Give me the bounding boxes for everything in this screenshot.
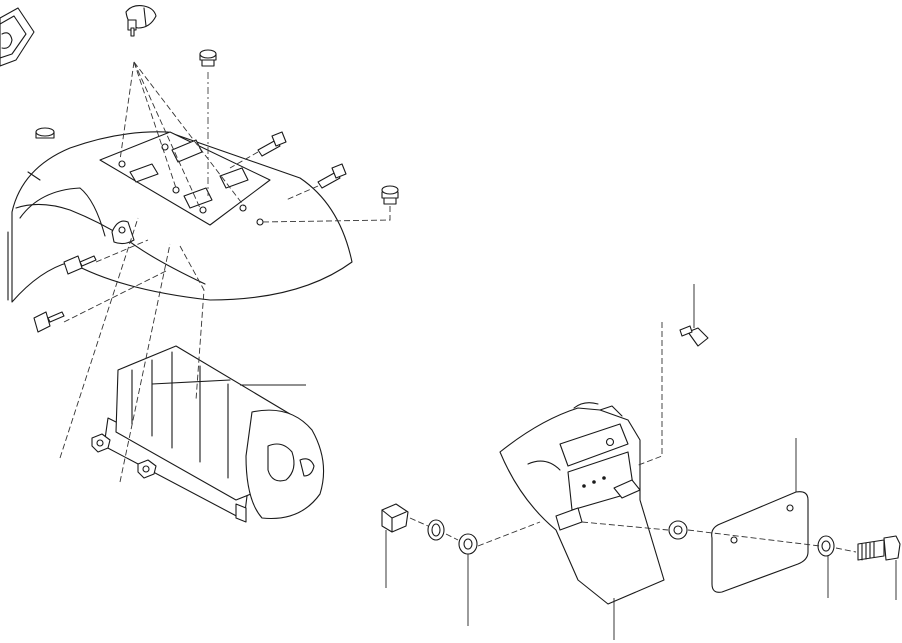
tail-light-icon xyxy=(103,345,325,523)
corner-badge-icon xyxy=(0,7,35,67)
washer-icon xyxy=(668,520,688,540)
washer-icon xyxy=(817,535,835,557)
nut-icon xyxy=(91,433,111,453)
clip-icon xyxy=(125,5,157,37)
bolt-icon xyxy=(679,325,709,347)
washer-icon xyxy=(427,519,445,541)
grommet-icon xyxy=(35,127,55,139)
grommet-icon xyxy=(199,49,217,67)
license-plate-icon xyxy=(711,491,809,593)
fender-icon xyxy=(7,131,353,303)
license-bracket-icon xyxy=(499,402,665,605)
bolt-icon xyxy=(63,255,97,275)
nut-icon xyxy=(381,503,409,533)
nut-icon xyxy=(137,459,157,479)
bolt-icon xyxy=(857,535,901,561)
bolt-icon xyxy=(317,163,347,189)
bolt-icon xyxy=(257,131,287,157)
bolt-icon xyxy=(33,311,65,333)
grommet-icon xyxy=(381,185,399,205)
washer-icon xyxy=(458,533,478,555)
